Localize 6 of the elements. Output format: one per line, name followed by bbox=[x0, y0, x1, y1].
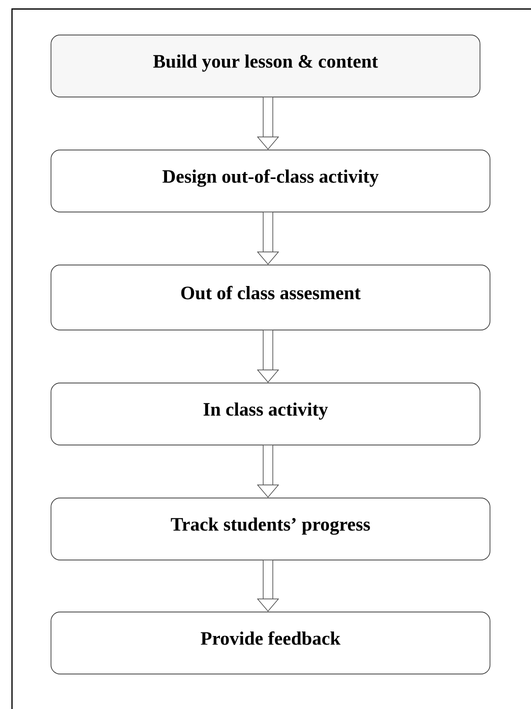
process-box: Build your lesson & content bbox=[50, 34, 480, 98]
process-box: Design out-of-class activity bbox=[50, 150, 490, 212]
process-box: Out of class assesment bbox=[50, 264, 490, 330]
process-box: Track students’ progress bbox=[50, 498, 490, 560]
process-box: Provide feedback bbox=[50, 612, 490, 674]
process-box: In class activity bbox=[50, 382, 480, 446]
